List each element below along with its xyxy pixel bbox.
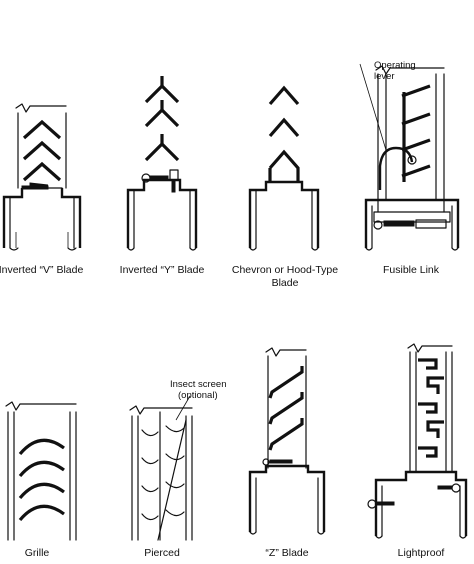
inverted-y-blades [144,76,180,162]
z-blade-frame [248,347,326,535]
caption-lightproof: Lightproof [398,547,445,559]
figure-grille: Grille [5,401,77,559]
fusible-link-frame [364,65,460,251]
caption-pierced: Pierced [144,547,180,559]
figure-fusible-link: Operating lever Fusible Link [359,60,460,276]
figure-inverted-y: Inverted “Y” Blade [120,76,205,276]
caption-inverted-v: Inverted “V” Blade [0,264,83,276]
inverted-v-fastener [21,182,49,190]
callout-operating-line2: lever [374,71,395,82]
callout-operating-line1: Operating [374,60,416,71]
fusible-link-operating-lever [359,63,417,190]
lightproof-fasteners [367,483,461,509]
callout-insect-line2: (optional) [178,390,218,401]
fusible-link-blades [401,84,431,182]
callout-insect-line1: Insect screen [170,379,227,390]
lightproof-frame [374,343,468,539]
caption-z-blade: “Z” Blade [265,547,308,559]
fusible-link-bolt [373,219,447,230]
inverted-v-louver-frame [2,103,82,251]
lightproof-blades [418,358,444,458]
caption-grille: Grille [25,547,50,559]
figure-pierced: Insect screen (optional) Pierced [129,379,227,559]
caption-inverted-y: Inverted “Y” Blade [120,264,205,276]
z-blade-blades [268,366,304,451]
figure-lightproof: Lightproof [367,343,468,559]
pierced-openings [141,425,185,521]
pierced-insect-screen [157,395,191,541]
figure-chevron: Chevron or Hood-Type Blade [232,85,338,289]
caption-fusible-link: Fusible Link [383,264,440,276]
z-blade-fastener [262,458,293,466]
grille-blades [18,438,65,522]
pierced-frame [129,405,193,541]
inverted-y-fasteners [141,169,179,193]
caption-chevron-line2: Blade [272,277,299,289]
figure-z-blade: “Z” Blade [248,347,326,559]
chevron-blades [268,85,300,182]
figure-inverted-v: Inverted “V” Blade [0,103,83,276]
inverted-v-blades [22,119,62,182]
inverted-y-frame [126,178,198,251]
grille-frame [5,401,77,541]
chevron-frame [248,180,320,251]
caption-chevron-line1: Chevron or Hood-Type [232,264,338,276]
